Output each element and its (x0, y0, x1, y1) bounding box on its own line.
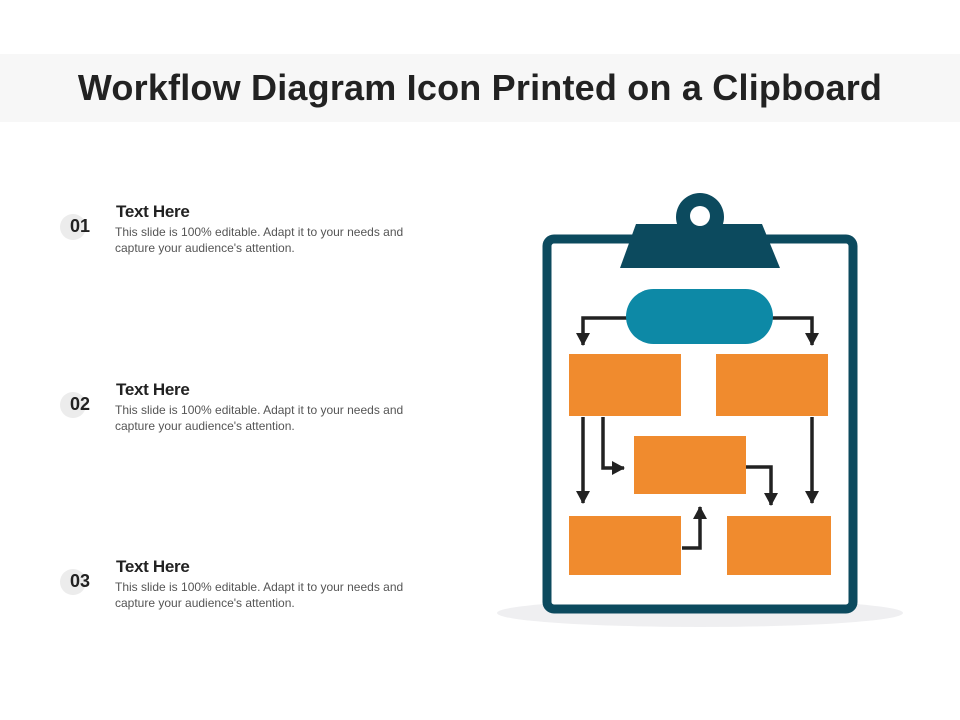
arrow-start-to-right (771, 316, 819, 346)
number-circle (60, 214, 86, 240)
item-number: 02 (70, 394, 91, 414)
number-circle (60, 569, 86, 595)
clipboard-clip (620, 224, 780, 268)
arrow-bottom-to-middle (682, 506, 707, 550)
item-number: 03 (70, 571, 91, 591)
item-heading: Text Here (116, 202, 190, 221)
workflow-box-bottom-right (727, 516, 831, 575)
clip-hole (690, 206, 710, 226)
item-heading: Text Here (116, 557, 190, 576)
arrow-left-to-middle (601, 417, 625, 475)
title-band: Workflow Diagram Icon Printed on a Clipb… (0, 54, 960, 122)
workflow-box-top-left (569, 354, 681, 416)
number-circle (60, 392, 86, 418)
list-item-1: 01 Text Here This slide is 100% editable… (56, 202, 436, 282)
arrow-start-to-left (576, 316, 629, 346)
workflow-box-top-right (716, 354, 828, 416)
list-item-2: 02 Text Here This slide is 100% editable… (56, 380, 436, 460)
item-number: 01 (70, 216, 91, 236)
list-item-3: 03 Text Here This slide is 100% editable… (56, 557, 436, 637)
item-description: This slide is 100% editable. Adapt it to… (115, 225, 404, 255)
item-heading: Text Here (116, 380, 190, 399)
workflow-box-middle (634, 436, 746, 494)
workflow-arrows (576, 316, 819, 550)
workflow-box-bottom-left (569, 516, 681, 575)
workflow-start-node (626, 289, 773, 344)
page-title: Workflow Diagram Icon Printed on a Clipb… (77, 67, 883, 108)
arrow-middle-down (746, 465, 778, 506)
item-description: This slide is 100% editable. Adapt it to… (115, 580, 404, 610)
item-description: This slide is 100% editable. Adapt it to… (115, 403, 404, 433)
